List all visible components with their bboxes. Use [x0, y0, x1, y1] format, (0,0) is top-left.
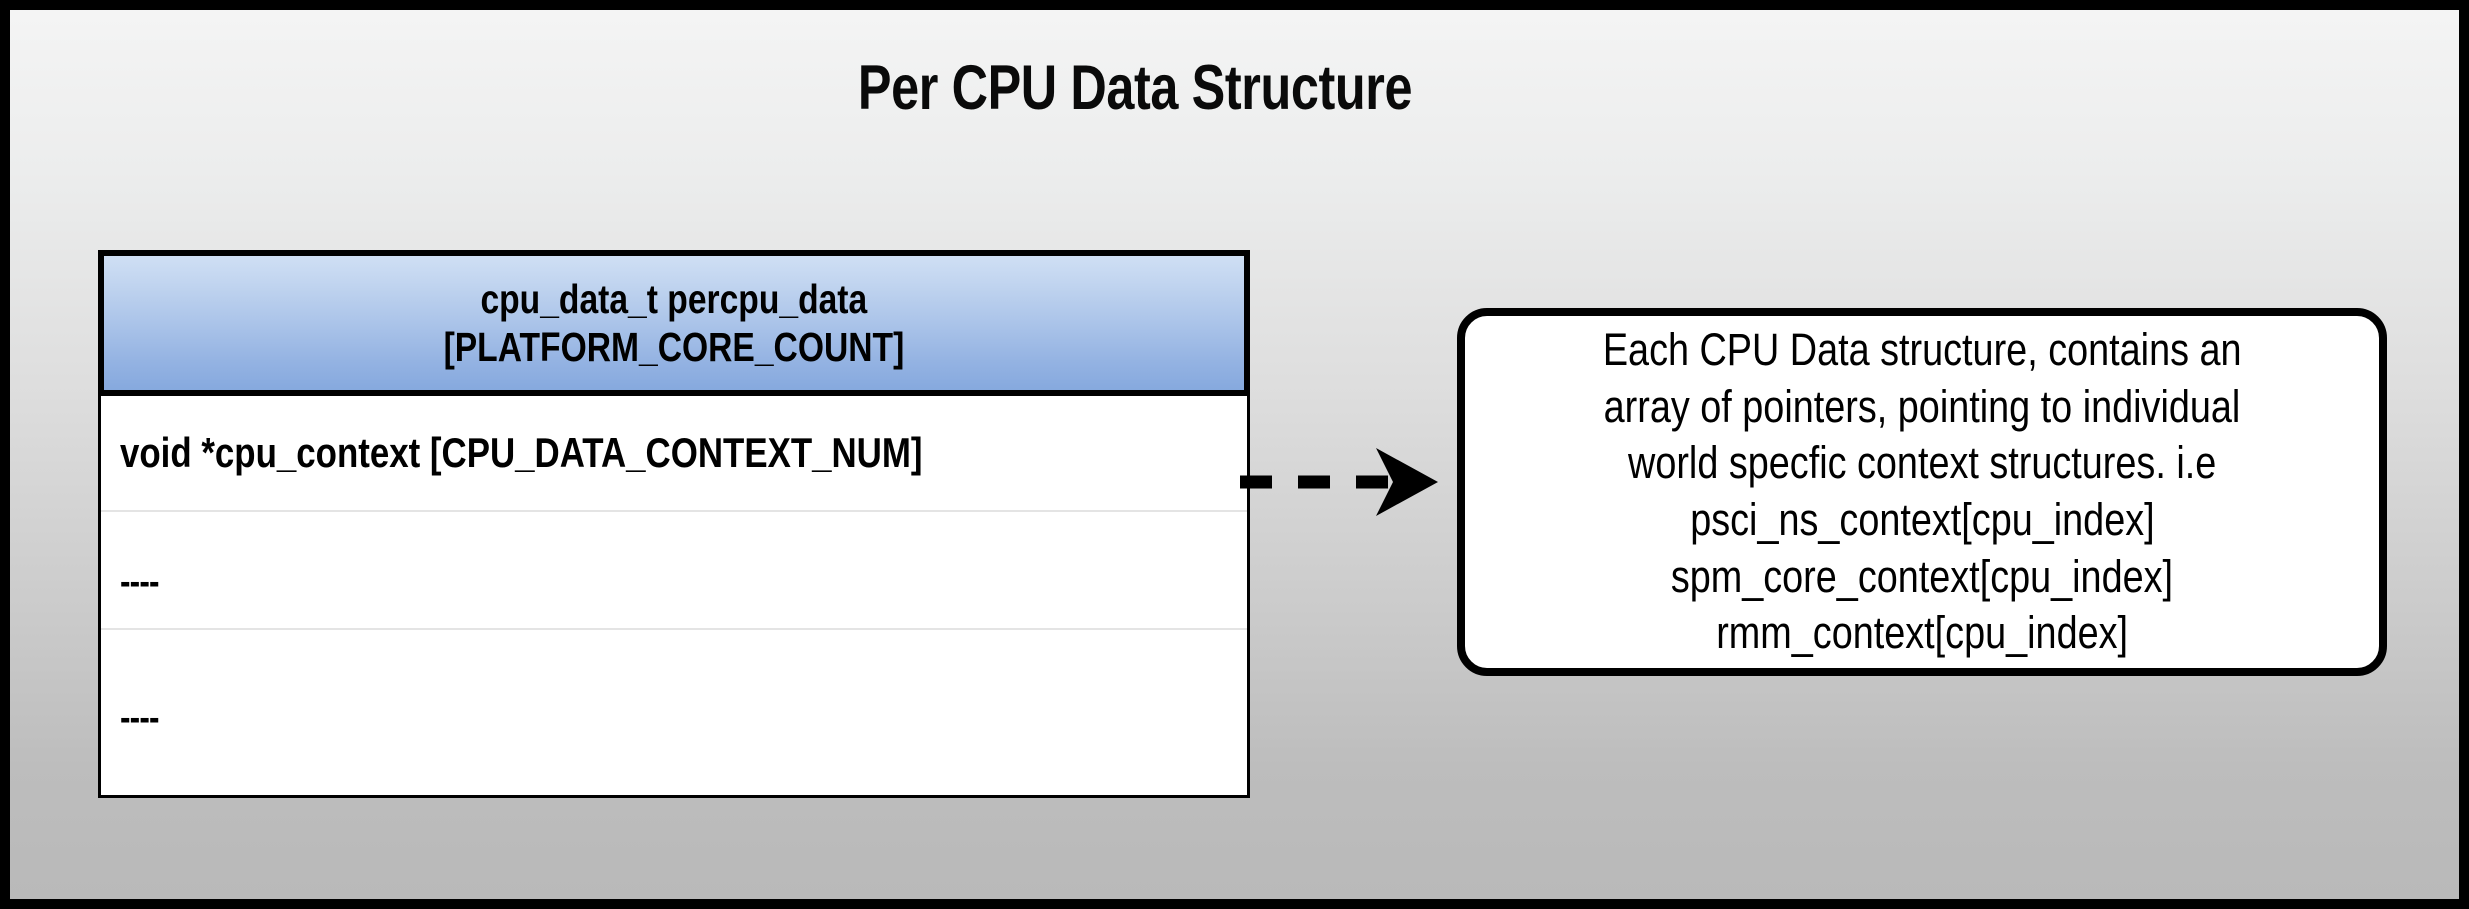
struct-field-label: ----: [120, 560, 160, 603]
struct-field-row: ----: [101, 630, 1247, 792]
struct-field-label: void *cpu_context [CPU_DATA_CONTEXT_NUM]: [120, 429, 923, 476]
callout-line: Each CPU Data structure, contains an: [1602, 323, 2242, 375]
page-title: Per CPU Data Structure: [857, 53, 1413, 123]
callout-line: rmm_context[cpu_index]: [1716, 607, 2128, 659]
dashed-arrow-icon: [1240, 448, 1438, 516]
dashed-arrow-connector: [1238, 440, 1448, 526]
callout-note: Each CPU Data structure, contains an arr…: [1457, 308, 2387, 676]
callout-line: psci_ns_context[cpu_index]: [1689, 494, 2155, 545]
callout-line: array of pointers, pointing to individua…: [1603, 380, 2241, 432]
percpu-struct-box: cpu_data_t percpu_data [PLATFORM_CORE_CO…: [98, 250, 1250, 798]
struct-field-row: ----: [101, 512, 1247, 630]
struct-header-line-1: cpu_data_t percpu_data: [480, 275, 868, 322]
callout-line: spm_core_context[cpu_index]: [1670, 550, 2174, 602]
connector-arrowhead: [1376, 448, 1438, 516]
struct-field-row: void *cpu_context [CPU_DATA_CONTEXT_NUM]: [101, 396, 1247, 512]
callout-line: world specfic context structures. i.e: [1627, 437, 2217, 489]
struct-field-label: ----: [120, 696, 160, 739]
struct-header: cpu_data_t percpu_data [PLATFORM_CORE_CO…: [98, 250, 1250, 396]
struct-header-line-2: [PLATFORM_CORE_COUNT]: [443, 324, 905, 370]
struct-body: void *cpu_context [CPU_DATA_CONTEXT_NUM]…: [98, 396, 1250, 798]
